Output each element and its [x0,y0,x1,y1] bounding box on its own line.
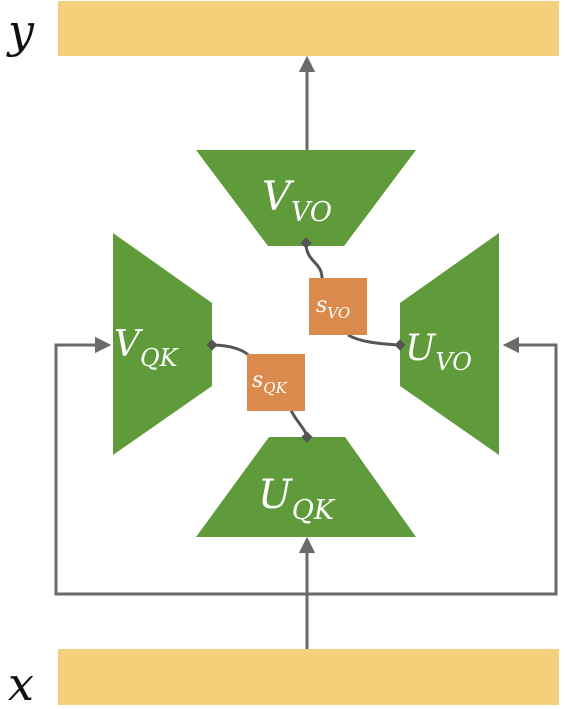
arrows [54,55,558,649]
u-vo-label: UVO [405,328,472,376]
u-vo-shape [400,233,499,455]
s-qk-main: s [252,368,263,393]
s-vo-main: s [316,293,327,318]
branch-left-arrow [54,336,307,596]
v-vo-main: V [262,174,295,220]
s-vo-scale: sVO [309,278,367,335]
u-qk-sub: QK [292,495,336,526]
v-vo-label: VVO [262,174,332,228]
u-vo-sub: VO [435,348,472,376]
connectors [211,242,401,438]
connector-vqk-sqk [211,343,252,358]
s-qk-sub: QK [263,379,287,397]
output-label: y [6,4,35,58]
dot-vvo [300,237,312,249]
input-label: x [8,657,34,709]
v-qk-sub: QK [140,344,180,372]
u-qk-shape [196,437,416,537]
s-vo-sub: VO [327,304,350,322]
dot-vqk [206,339,218,351]
dot-uvo [394,339,406,351]
connector-sqk-uqk [289,409,309,438]
output-bar [58,1,559,56]
connector-vvo-svo [304,242,324,279]
u-qk-label: UQK [258,472,336,526]
s-vo-label: sVO [316,293,350,322]
v-vo-shape [196,150,416,246]
v-qk-shape [113,233,212,455]
connector-dots [206,237,406,443]
u-qk-block: UQK [196,437,416,537]
branch-right-arrow [307,336,558,596]
dot-uqk [301,431,313,443]
s-qk-box [247,354,305,411]
s-qk-label: sQK [252,368,288,397]
u-vo-main: U [405,328,437,369]
s-vo-box [309,278,367,335]
input-bar [58,649,559,705]
v-vo-block: VVO [196,150,416,246]
v-vo-sub: VO [291,197,332,228]
u-qk-main: U [258,472,293,518]
v-qk-block: VQK [113,233,212,455]
connector-svo-uvo [347,333,401,347]
u-vo-block: UVO [400,233,499,455]
s-qk-scale: sQK [247,354,305,411]
v-qk-label: VQK [114,324,180,372]
v-qk-main: V [114,324,144,365]
